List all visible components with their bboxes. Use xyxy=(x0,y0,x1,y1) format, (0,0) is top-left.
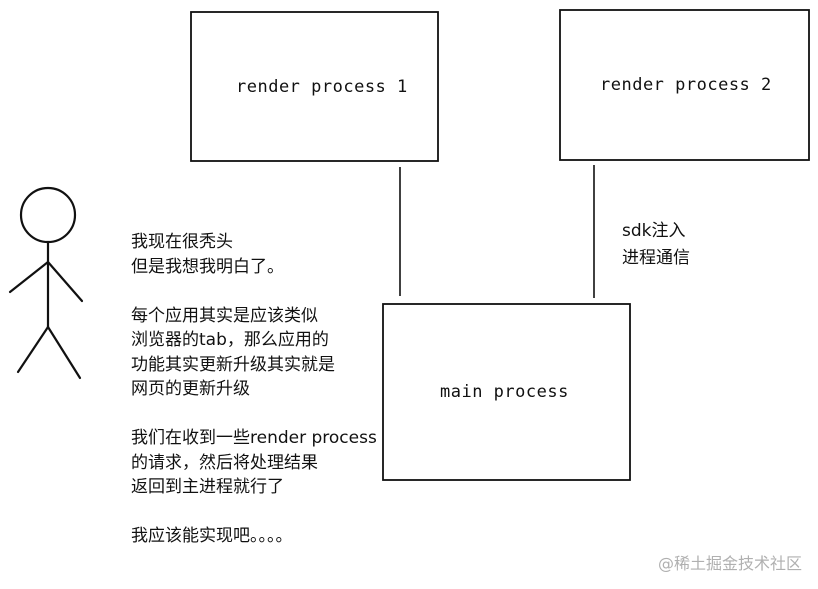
sdk-annotation: sdk注入 进程通信 xyxy=(622,218,690,272)
render-process-2-box xyxy=(559,9,810,161)
sdk-annotation-line-1: sdk注入 xyxy=(622,221,686,241)
sdk-annotation-line-2: 进程通信 xyxy=(622,248,690,268)
note-paragraph-4: 我应该能实现吧。。。。 xyxy=(131,524,431,549)
note-line: 我们在收到一些render process xyxy=(131,428,377,448)
stick-figure-icon xyxy=(8,186,84,380)
note-paragraph-1: 我现在很秃头 但是我想我明白了。 xyxy=(131,230,431,279)
note-line: 返回到主进程就行了 xyxy=(131,477,284,497)
render-process-1-box xyxy=(190,11,439,162)
note-paragraph-2: 每个应用其实是应该类似 浏览器的tab，那么应用的 功能其实更新升级其实就是 网… xyxy=(131,304,431,402)
note-line: 我现在很秃头 xyxy=(131,232,233,252)
note-line: 浏览器的tab，那么应用的 xyxy=(131,330,329,350)
note-line: 每个应用其实是应该类似 xyxy=(131,305,318,326)
note-text: 我现在很秃头 但是我想我明白了。 每个应用其实是应该类似 浏览器的tab，那么应… xyxy=(131,230,431,573)
note-paragraph-3: 我们在收到一些render process 的请求，然后将处理结果 返回到主进程… xyxy=(131,426,431,500)
render-process-1-label: render process 1 xyxy=(236,77,408,97)
note-line: 功能其实更新升级其实就是 xyxy=(131,354,335,375)
note-line: 但是我想我明白了。 xyxy=(131,256,284,277)
render-process-2-label: render process 2 xyxy=(600,75,772,95)
watermark: @稀土掘金技术社区 xyxy=(657,554,802,573)
note-line: 网页的更新升级 xyxy=(131,379,250,399)
note-line: 我应该能实现吧。。。。 xyxy=(131,526,293,546)
note-line: 的请求，然后将处理结果 xyxy=(131,452,318,473)
main-process-box xyxy=(382,303,631,481)
main-process-label: main process xyxy=(440,382,569,402)
